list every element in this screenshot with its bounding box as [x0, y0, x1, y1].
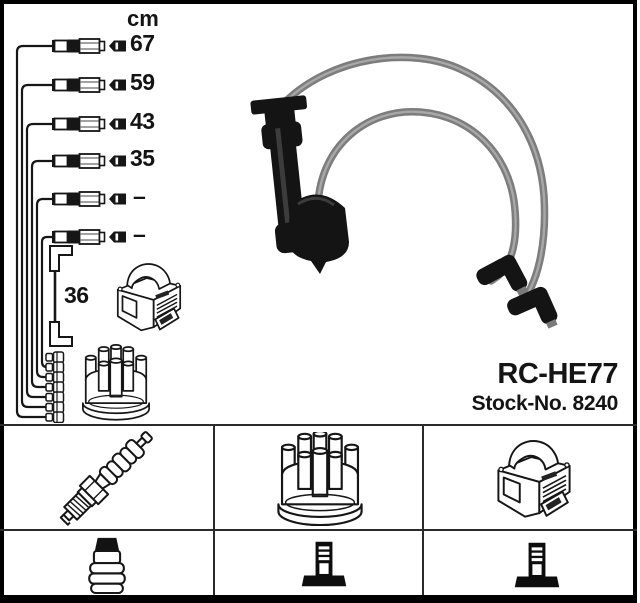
cable-connector — [52, 229, 127, 245]
plug-terminal-icon — [88, 536, 126, 594]
distributor-stub-connector — [45, 411, 65, 423]
distributor-cap-icon — [277, 432, 363, 526]
ignition-coil-drawing — [116, 263, 182, 332]
distributor-stub-connector — [45, 371, 65, 383]
cable-length-value: – — [133, 221, 146, 247]
product-stock-number: Stock-No. 8240 — [471, 392, 619, 415]
legend-cell-plug-terminal — [88, 536, 126, 594]
elbow-boot — [476, 254, 529, 296]
legend-cell-distributor-cap — [277, 432, 363, 526]
distributor-stub-connector — [45, 401, 65, 413]
cable-length-value: 35 — [130, 145, 155, 171]
legend-cell-post-terminal-2 — [514, 542, 560, 588]
elbow-boot — [507, 286, 558, 329]
cable-length-value: 67 — [130, 30, 155, 56]
distributor-stub-connector — [45, 381, 65, 393]
distributor-post-terminal-icon — [514, 542, 560, 588]
cable-connector — [52, 77, 127, 93]
distributor-stub-connector — [45, 391, 65, 403]
ignition-cable-short — [314, 108, 520, 285]
grid-line-col2 — [422, 426, 424, 595]
unit-header: cm — [127, 6, 159, 31]
product-photo — [250, 53, 558, 329]
spark-plug-boot-cone — [288, 194, 349, 274]
wiring-diagram — [15, 38, 182, 423]
distributor-cap-drawing — [81, 343, 151, 421]
distributor-post-terminal-icon — [301, 541, 347, 587]
frame-border-right — [633, 0, 637, 599]
product-model: RC-HE77 — [497, 358, 618, 390]
cable-connector — [52, 116, 127, 132]
ignition-cable-long — [281, 53, 549, 313]
distributor-stub-connector — [45, 361, 65, 373]
grid-line-middle — [0, 529, 637, 531]
cable-connector — [52, 191, 127, 207]
cable-length-value: – — [133, 183, 146, 209]
legend-cell-post-terminal-1 — [301, 541, 347, 587]
cable-connector — [52, 153, 127, 169]
legend-cell-ignition-coil — [497, 439, 571, 518]
legend-cell-spark-plug — [53, 424, 160, 531]
ignition-coil-icon — [497, 439, 571, 518]
cable-length-value: 59 — [130, 69, 155, 95]
spark-plug-icon — [53, 424, 160, 531]
frame-border-top — [0, 0, 637, 4]
cable-routing-lines — [15, 44, 53, 419]
cable-length-value: 43 — [130, 108, 155, 134]
frame-border-bottom — [0, 595, 637, 603]
frame-border-left — [0, 0, 4, 599]
coil-wire-length: 36 — [64, 282, 89, 308]
distributor-stub-connector — [45, 351, 65, 363]
cable-connector — [52, 38, 127, 54]
grid-line-top — [0, 424, 637, 426]
grid-line-col1 — [213, 426, 215, 595]
coil-wire — [49, 245, 73, 347]
